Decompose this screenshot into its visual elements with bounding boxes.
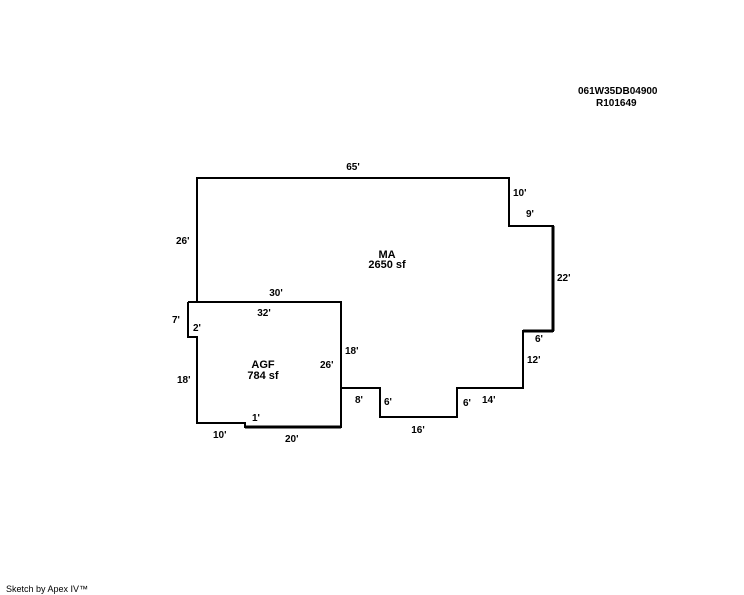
dim-garage-left-step: 2' <box>193 323 201 334</box>
dim-right-side: 22' <box>557 273 571 284</box>
parcel-account-id: 061W35DB04900 <box>578 86 658 97</box>
sketch-credit: Sketch by Apex IV™ <box>6 584 88 594</box>
dim-bottom-left-segment: 8' <box>355 395 363 406</box>
dim-garage-top-inner: 32' <box>257 308 271 319</box>
dim-left-upper: 26' <box>176 236 190 247</box>
main-area-code: MA <box>378 249 395 261</box>
dim-right-notch-over: 9' <box>526 209 534 220</box>
dim-bottom-step-left: 6' <box>384 397 392 408</box>
dim-garage-left: 18' <box>177 375 191 386</box>
dim-garage-bottom-step: 1' <box>252 413 260 424</box>
dim-bottom-middle: 16' <box>411 425 425 436</box>
main-area-size: 2650 sf <box>368 259 406 271</box>
dim-garage-right-outer: 18' <box>345 346 359 357</box>
dim-garage-bottom-left: 10' <box>213 430 227 441</box>
garage-outline <box>187 301 342 428</box>
dim-garage-top-outer: 30' <box>269 288 283 299</box>
parcel-reference: R101649 <box>596 98 637 109</box>
dim-right-notch-down: 10' <box>513 188 527 199</box>
dim-top: 65' <box>346 162 360 173</box>
dim-right-step-in: 6' <box>535 334 543 345</box>
dim-garage-bottom-right: 20' <box>285 434 299 445</box>
dim-garage-left-notch: 7' <box>172 315 180 326</box>
dim-garage-right-inner: 26' <box>320 360 334 371</box>
dim-right-lower: 12' <box>527 355 541 366</box>
garage-area-size: 784 sf <box>247 370 279 382</box>
dim-bottom-right: 14' <box>482 395 496 406</box>
dim-bottom-step-right: 6' <box>463 398 471 409</box>
garage-area-code: AGF <box>251 359 275 371</box>
